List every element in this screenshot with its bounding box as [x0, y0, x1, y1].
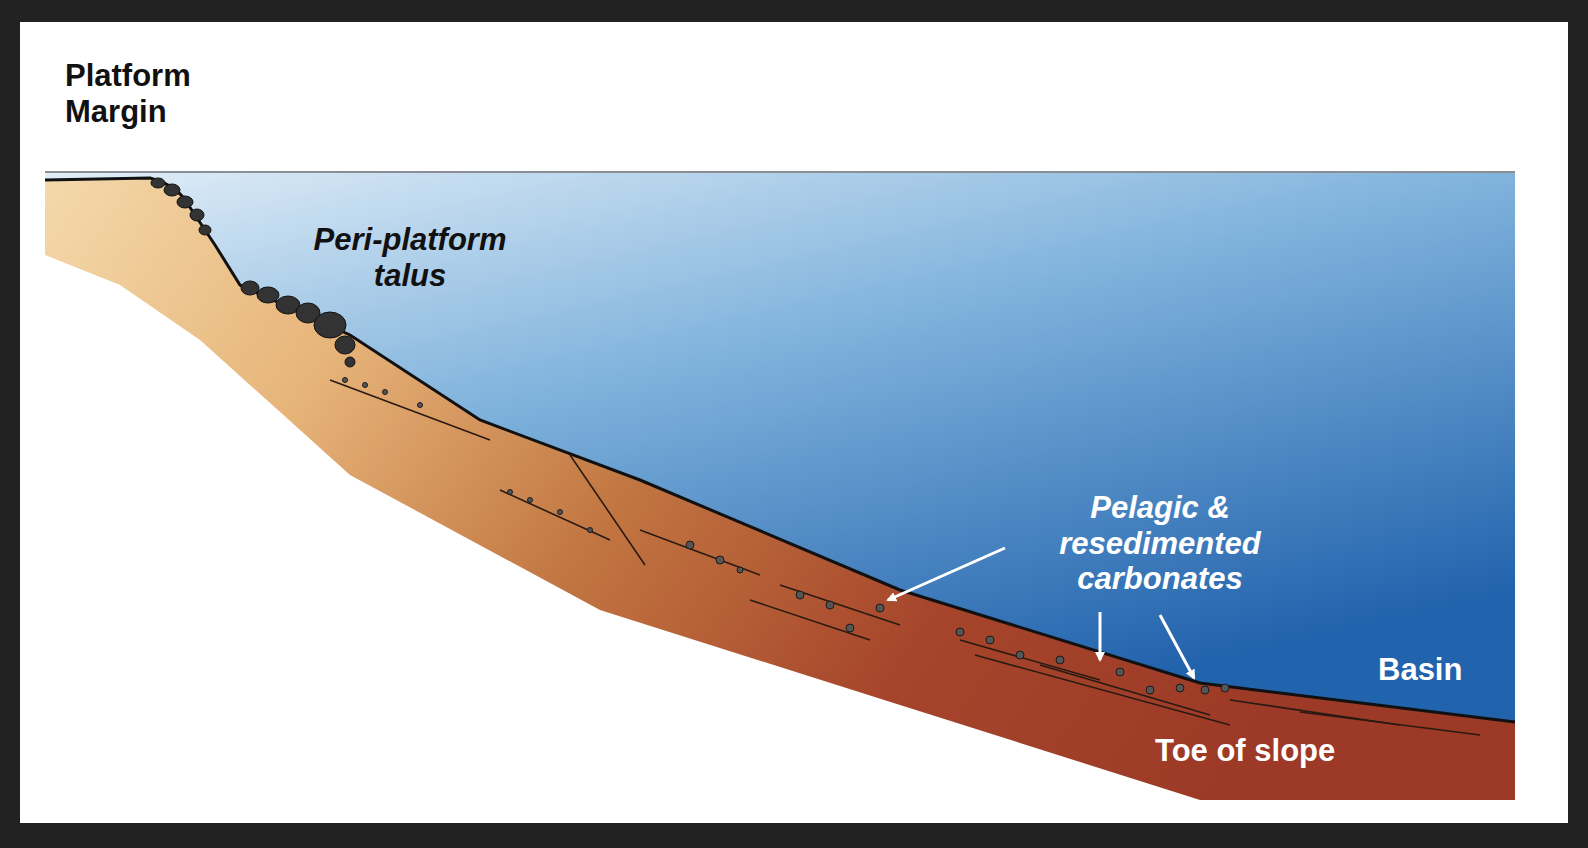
talus-label: Peri-platform talus: [280, 222, 540, 293]
carbonates-label: Pelagic & resedimented carbonates: [1020, 490, 1300, 597]
talus-blocks: [151, 178, 355, 367]
toe-label: Toe of slope: [1155, 733, 1395, 769]
basin-label: Basin: [1378, 652, 1498, 688]
bedding-lines: [330, 380, 1480, 735]
sea-surface: [45, 171, 1515, 173]
seafloor-line: [45, 178, 1515, 722]
frame-ground: [20, 22, 1568, 823]
region-label: Platform Margin: [65, 58, 225, 129]
sediment-body: [45, 178, 1515, 800]
